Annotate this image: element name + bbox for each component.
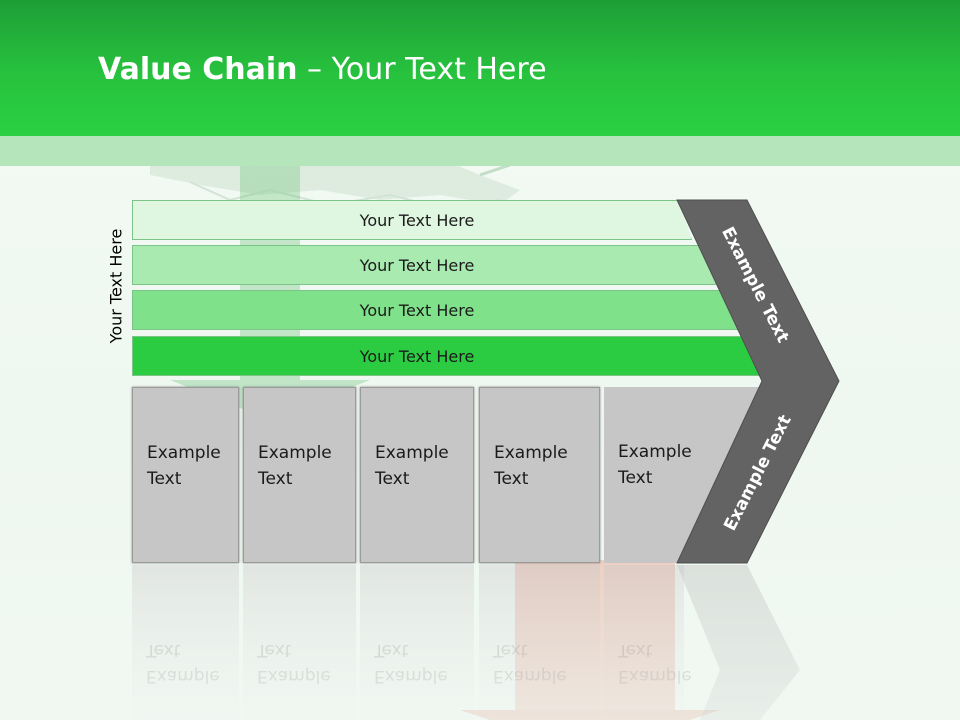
box-line-2: Text xyxy=(258,469,293,489)
title-bold: Value Chain xyxy=(98,52,298,87)
box-text: Example Text xyxy=(618,439,692,491)
support-tier-1: Your Text Here xyxy=(132,200,692,240)
margin-chevron xyxy=(676,199,840,564)
box-line-2: Text xyxy=(147,469,182,489)
box-line-2: Text xyxy=(618,468,653,488)
tier-label: Your Text Here xyxy=(359,255,475,275)
box-line-1: Example xyxy=(494,443,568,463)
reflection-fade xyxy=(0,565,960,720)
box-line-2: Text xyxy=(494,469,529,489)
header-band xyxy=(0,136,960,166)
header-bar xyxy=(0,0,960,136)
primary-activity-box-3: Example Text xyxy=(360,387,474,563)
support-tier-3: Your Text Here xyxy=(132,290,740,330)
title-rest: – Your Text Here xyxy=(297,52,547,87)
primary-activity-box-2: Example Text xyxy=(243,387,356,563)
slide-title: Value Chain – Your Text Here xyxy=(98,52,547,87)
box-line-1: Example xyxy=(258,443,332,463)
box-text: Example Text xyxy=(494,440,568,492)
box-line-1: Example xyxy=(147,443,221,463)
tier-label: Your Text Here xyxy=(359,346,475,366)
primary-activity-box-4: Example Text xyxy=(479,387,600,563)
support-tier-2: Your Text Here xyxy=(132,245,716,285)
box-text: Example Text xyxy=(258,440,332,492)
primary-activity-box-1: Example Text xyxy=(132,387,239,563)
box-text: Example Text xyxy=(147,440,221,492)
box-line-2: Text xyxy=(375,469,410,489)
tier-label: Your Text Here xyxy=(359,210,475,230)
box-line-1: Example xyxy=(618,442,692,462)
box-text: Example Text xyxy=(375,440,449,492)
support-tier-4: Your Text Here xyxy=(132,336,764,376)
tier-label: Your Text Here xyxy=(359,300,475,320)
box-line-1: Example xyxy=(375,443,449,463)
